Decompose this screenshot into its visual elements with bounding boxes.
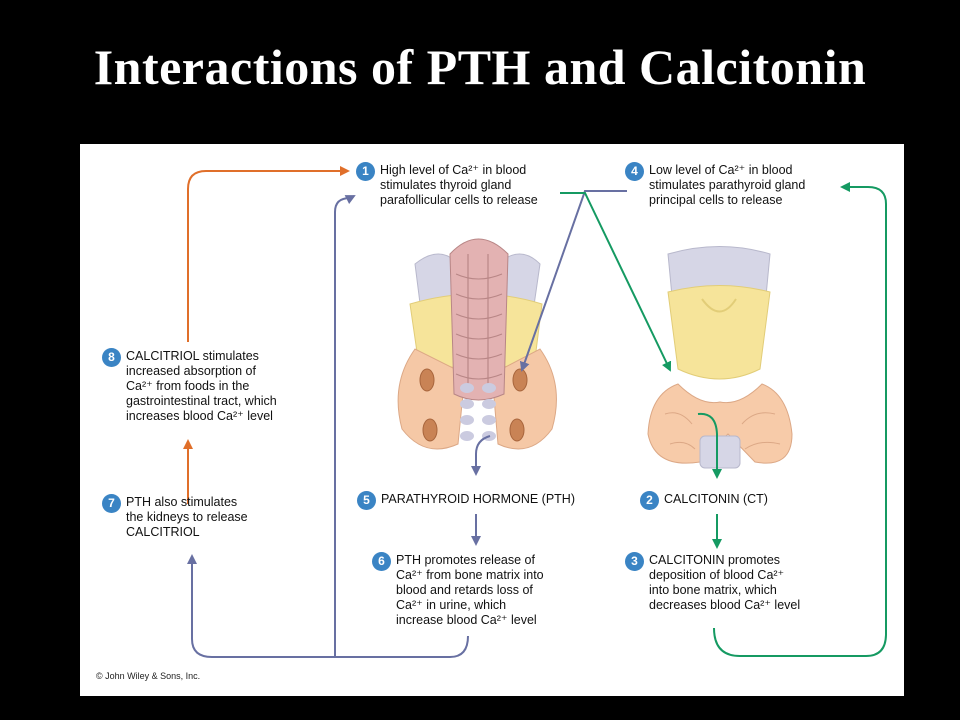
- step-2-badge: 2: [640, 491, 659, 510]
- arrow-1-to-thyroid: [560, 192, 672, 372]
- step-5-badge: 5: [357, 491, 376, 510]
- step-7-badge: 7: [102, 494, 121, 513]
- step-4-badge: 4: [625, 162, 644, 181]
- arrow-8-to-1: [187, 166, 350, 342]
- parathyroid-gland-illustration: [397, 238, 557, 450]
- step-6-badge: 6: [372, 552, 391, 571]
- arrow-parathyroid-to-5: [471, 435, 491, 476]
- thyroid-gland-illustration: [647, 246, 793, 469]
- arrow-4-to-parathyroid: [519, 190, 627, 372]
- step-8-badge: 8: [102, 348, 121, 367]
- step-1-badge: 1: [356, 162, 375, 181]
- slide-title: Interactions of PTH and Calcitonin: [93, 39, 867, 95]
- arrow-6-to-7: [187, 554, 469, 658]
- copyright-notice: © John Wiley & Sons, Inc.: [96, 671, 201, 681]
- arrow-thyroid-to-2: [697, 412, 722, 479]
- feedback-diagram: [183, 166, 887, 658]
- arrow-pth-to-1: [334, 195, 356, 657]
- arrow-3-to-4: [713, 182, 887, 657]
- step-3-badge: 3: [625, 552, 644, 571]
